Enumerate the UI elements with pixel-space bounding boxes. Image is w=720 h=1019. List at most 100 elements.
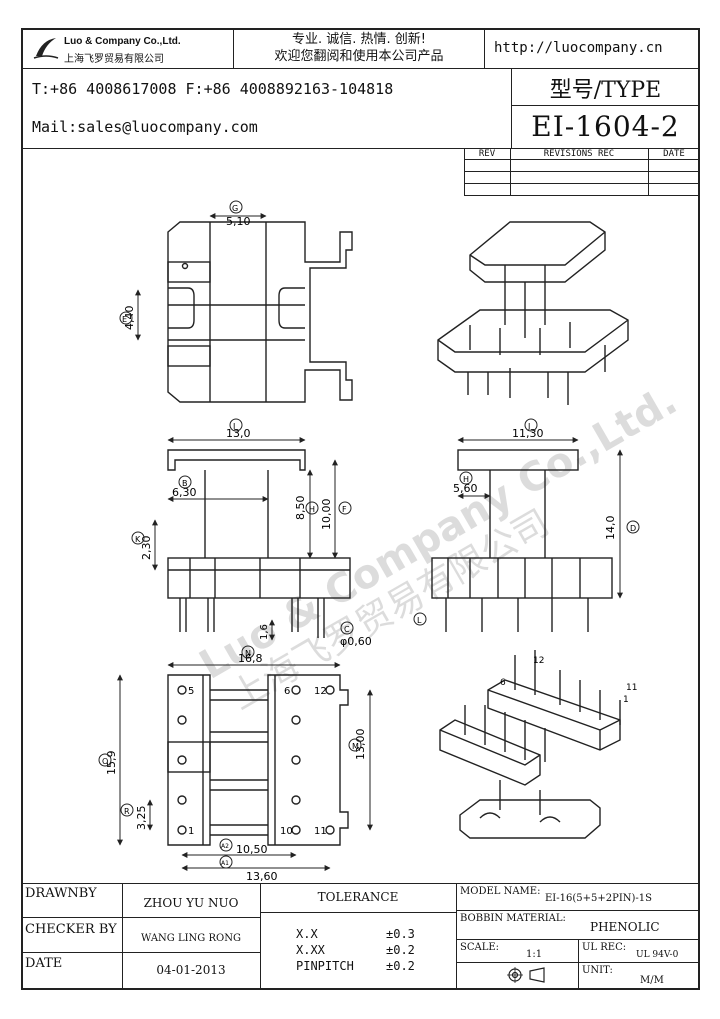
callout-d: D <box>630 524 636 533</box>
dim-side-height: 14,0 <box>604 516 617 541</box>
model-name-value: EI-16(5+5+2PIN)-1S <box>545 893 653 904</box>
pin-12: 12 <box>314 686 327 697</box>
tol-row-1-label: X.X <box>296 927 318 941</box>
dim-bottom-inner: 10,50 <box>236 843 268 856</box>
rev-header: REV <box>478 149 496 159</box>
iso-view-bottom <box>439 650 621 839</box>
pin-5: 5 <box>188 686 194 697</box>
dim-pin-dia: φ0,60 <box>340 635 372 648</box>
type-divider <box>511 105 700 106</box>
scale-label: SCALE: <box>460 942 500 953</box>
callout-m: M <box>352 742 359 751</box>
callout-h-front: H <box>309 505 315 514</box>
ul-rec-value: UL 94V-0 <box>636 950 679 960</box>
tol-row-2-value: ±0.2 <box>386 943 415 957</box>
drawn-by-label: DRAWNBY <box>25 886 97 901</box>
tol-row-3-label: PINPITCH <box>296 959 354 973</box>
unit-value: M/M <box>640 975 664 986</box>
top-view <box>167 221 353 403</box>
tb-h1 <box>21 917 260 918</box>
callout-k: K <box>135 535 141 544</box>
email[interactable]: Mail:sales@luocompany.com <box>32 118 258 136</box>
phone-fax: T:+86 4008617008 F:+86 4008892163-104818 <box>32 80 394 98</box>
slogan-line1: 专业. 诚信. 热情. 创新! <box>291 32 426 47</box>
callout-c: C <box>344 625 350 634</box>
callout-h-side: H <box>463 475 469 484</box>
tb-h-r1 <box>456 910 700 911</box>
projection-symbol-icon <box>506 965 548 989</box>
slogan-line2: 欢迎您翻阅和使用本公司产品 <box>274 49 444 64</box>
dim-side-width: 11,30 <box>512 427 544 440</box>
dim-front-h1: 8,50 <box>294 496 307 521</box>
dim-bottom-height: 15,9 <box>105 751 118 776</box>
pin-6: 6 <box>284 686 290 697</box>
date-value: 04-01-2013 <box>156 963 226 977</box>
side-view <box>431 449 613 632</box>
model-name-label: MODEL NAME: <box>460 886 541 897</box>
tol-row-1-value: ±0.3 <box>386 927 415 941</box>
checker-label: CHECKER BY <box>25 922 117 937</box>
callout-b: B <box>182 479 188 488</box>
dim-front-inner: 6,30 <box>172 486 197 499</box>
date-label: DATE <box>25 956 63 971</box>
callout-a2: A2 <box>221 843 229 850</box>
dim-front-width: 13,0 <box>226 427 251 440</box>
bobbin-label: BOBBIN MATERIAL: <box>460 913 566 924</box>
iso-view-top <box>437 221 629 405</box>
drawn-by-value: ZHOU YU NUO <box>143 896 239 910</box>
unit-label: UNIT: <box>582 965 613 976</box>
dim-front-base: 2,30 <box>140 536 153 561</box>
callout-a1: A1 <box>221 860 229 867</box>
title-block-top <box>21 883 700 884</box>
revision-table: REV REVISIONS REC DATE <box>464 148 700 196</box>
dim-front-h2: 10,00 <box>320 499 333 531</box>
dim-pin-length: 1,6 <box>259 624 270 640</box>
tb-v-r <box>578 939 579 990</box>
callout-l: L <box>417 616 422 625</box>
tb-h-tol <box>260 912 456 913</box>
tolerance-label: TOLERANCE <box>317 890 399 904</box>
tb-v2 <box>260 883 261 990</box>
iso-pin-11: 11 <box>626 683 637 693</box>
iso-pin-6: 6 <box>500 678 506 688</box>
bobbin-value: PHENOLIC <box>590 920 660 934</box>
header-divider-v1 <box>233 28 234 68</box>
model-number: EI-1604-2 <box>531 110 680 143</box>
checker-value: WANG LING RONG <box>141 933 241 944</box>
iso-pin-1: 1 <box>623 695 629 705</box>
revisions-rec-header: REVISIONS REC <box>543 149 615 159</box>
callout-e: E <box>122 315 127 324</box>
tb-h2 <box>21 952 260 953</box>
contact-bottom-divider <box>21 148 700 149</box>
tol-row-3-value: ±0.2 <box>386 959 415 973</box>
callout-r: R <box>124 807 130 816</box>
callout-j: J <box>527 422 530 431</box>
iso-pin-12: 12 <box>533 656 544 666</box>
drawing-frame <box>21 28 700 990</box>
company-logo <box>32 34 60 62</box>
pin-1: 1 <box>188 826 194 837</box>
type-label: 型号/TYPE <box>549 78 662 103</box>
contact-divider <box>511 68 512 148</box>
scale-value: 1:1 <box>526 949 543 960</box>
company-name-en: Luo & Company Co.,Ltd. <box>64 36 181 47</box>
bottom-view <box>167 674 349 846</box>
callout-f: F <box>342 505 347 514</box>
dim-side-inner: 5,60 <box>453 482 478 495</box>
dim-bottom-outer: 13,60 <box>246 870 278 883</box>
front-view <box>167 449 351 638</box>
callout-g: G <box>232 204 238 213</box>
pin-10: 10 <box>280 826 293 837</box>
header-divider <box>21 68 700 69</box>
pin-11: 11 <box>314 826 327 837</box>
tb-v1 <box>122 883 123 990</box>
dim-bottom-small: 3,25 <box>135 806 148 831</box>
header-divider-v2 <box>484 28 485 68</box>
dim-bottom-width: 16,8 <box>238 652 263 665</box>
dim-top-width: 5,10 <box>226 215 251 228</box>
website-url[interactable]: http://luocompany.cn <box>494 40 663 56</box>
callout-i: I <box>233 422 235 431</box>
date-header: DATE <box>663 149 685 159</box>
tb-v3 <box>456 883 457 990</box>
